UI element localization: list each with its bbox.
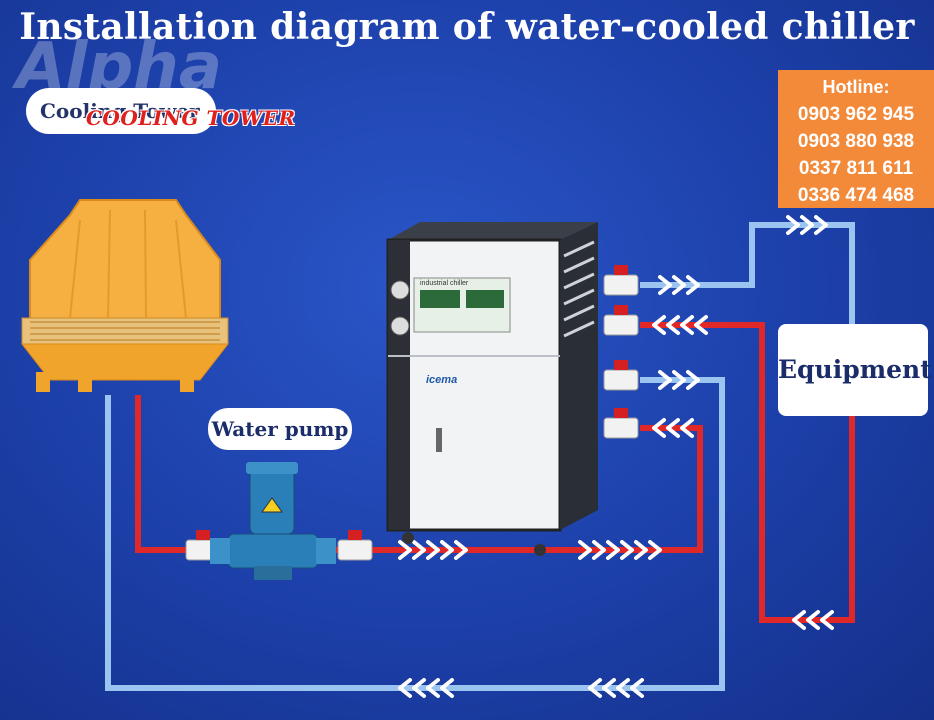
- cooling-tower-label: Cooling Tower: [26, 88, 216, 134]
- water-pump-label: Water pump: [208, 408, 352, 450]
- arrow-left: [820, 610, 834, 630]
- arrow-left: [602, 678, 616, 698]
- valve: [603, 360, 639, 391]
- arrow-left: [792, 610, 806, 630]
- arrow-left: [426, 678, 440, 698]
- arrow-right: [786, 215, 800, 235]
- brand-tagline: COOLING TOWER: [86, 106, 296, 130]
- arrow-left: [588, 678, 602, 698]
- chiller-panel-header: industrial chiller: [420, 280, 469, 287]
- arrow-left: [666, 315, 680, 335]
- cold-water-pipes: [105, 222, 855, 691]
- arrow-right: [658, 275, 672, 295]
- arrow-right: [620, 540, 634, 560]
- hotline-number: 0903 880 938: [797, 131, 915, 152]
- valve: [337, 530, 373, 561]
- arrow-right: [592, 540, 606, 560]
- arrow-right: [412, 540, 426, 560]
- chiller-unit-icon: [386, 222, 598, 556]
- valve: [603, 408, 639, 439]
- hotline-number: 0903 962 945: [797, 104, 915, 125]
- hotline-number: 0337 811 611: [798, 158, 914, 179]
- arrow-left: [694, 315, 708, 335]
- equipment-label: Equipment: [778, 324, 932, 416]
- arrow-left: [630, 678, 644, 698]
- arrow-right: [426, 540, 440, 560]
- arrow-left: [440, 678, 454, 698]
- flow-arrows: [398, 215, 834, 698]
- arrow-left: [680, 315, 694, 335]
- arrow-left: [398, 678, 412, 698]
- hotline-box: Hotline: 0903 962 945 0903 880 938 0337 …: [778, 70, 934, 208]
- arrow-left: [806, 610, 820, 630]
- arrow-right: [686, 370, 700, 390]
- hotline-title: Hotline:: [822, 77, 890, 97]
- arrow-left: [666, 418, 680, 438]
- arrow-left: [652, 418, 666, 438]
- arrow-right: [814, 215, 828, 235]
- arrow-right: [672, 370, 686, 390]
- cooling-tower-icon: [20, 199, 230, 392]
- cold-pipe-to-equipment: [640, 222, 855, 324]
- arrow-right: [398, 540, 412, 560]
- arrow-right: [672, 275, 686, 295]
- arrow-right: [686, 275, 700, 295]
- arrow-right: [578, 540, 592, 560]
- arrow-right: [606, 540, 620, 560]
- cold-pipe-return-bottom: [105, 377, 725, 691]
- water-pump-icon: [210, 462, 336, 580]
- hot-pipe-equipment-to-chiller: [640, 322, 855, 623]
- chiller-brand-logo: icema: [426, 374, 458, 386]
- hotline-number: 0336 474 468: [797, 185, 915, 206]
- arrow-right: [454, 540, 468, 560]
- page-title: Installation diagram of water-cooled chi…: [19, 6, 915, 48]
- arrow-right: [800, 215, 814, 235]
- arrow-right: [440, 540, 454, 560]
- arrow-right: [658, 370, 672, 390]
- arrow-right: [634, 540, 648, 560]
- arrow-left: [412, 678, 426, 698]
- valve: [603, 305, 639, 336]
- hot-pipe-tower-to-pump: [135, 395, 210, 553]
- arrow-left: [616, 678, 630, 698]
- valve: [603, 265, 639, 296]
- arrow-right: [648, 540, 662, 560]
- arrow-left: [652, 315, 666, 335]
- arrow-left: [680, 418, 694, 438]
